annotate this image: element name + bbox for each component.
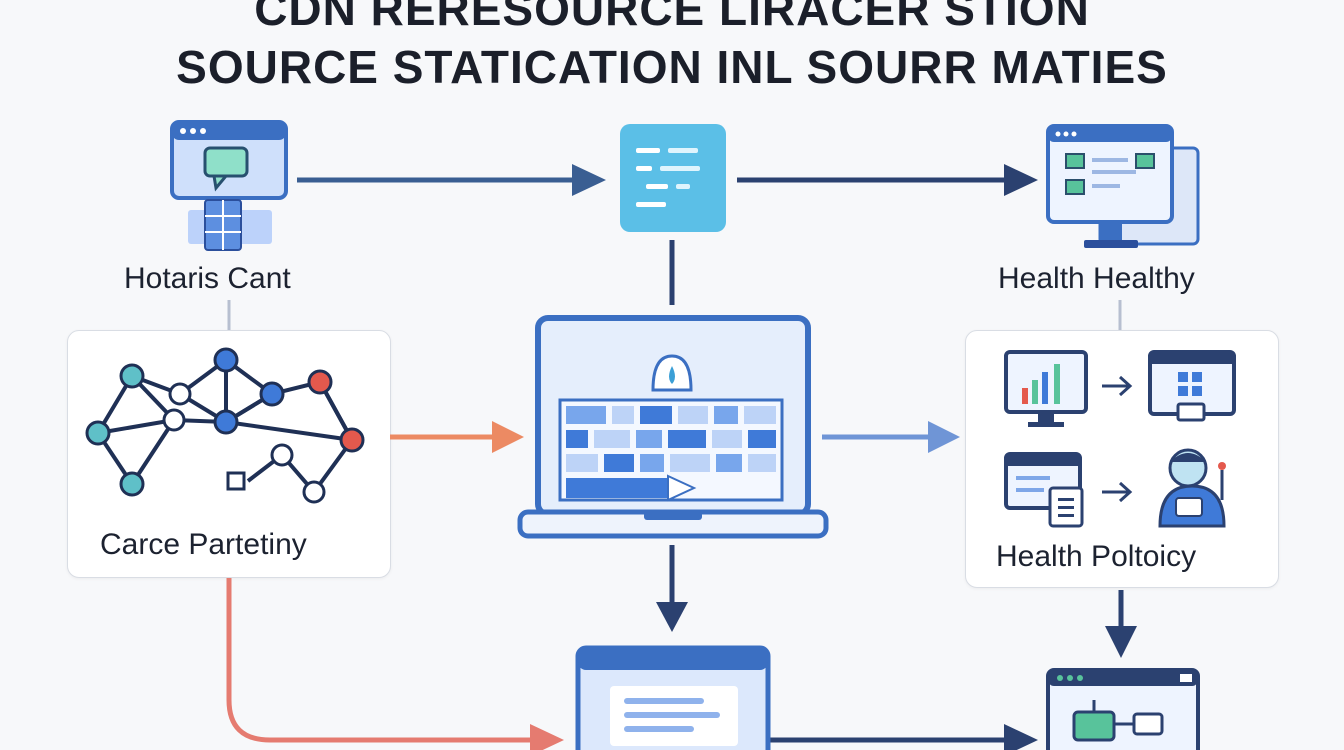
label-mid-left: Carce Partetiny xyxy=(100,528,307,561)
arrow-right-icon-2 xyxy=(1102,481,1133,503)
grid-window-icon xyxy=(1148,350,1236,422)
browser-chat-icon xyxy=(170,120,288,251)
laptop-dashboard-icon xyxy=(517,315,829,539)
connector-right-card-down xyxy=(1105,590,1137,658)
user-avatar-icon xyxy=(1158,448,1226,528)
form-document-icon xyxy=(1004,452,1084,528)
label-mid-right: Health Poltoicy xyxy=(996,540,1197,573)
connector-laptop-to-card xyxy=(822,421,960,453)
connector-left-to-bottom xyxy=(226,578,564,750)
connector-bottom-center-to-right xyxy=(768,724,1038,750)
title-line-2: SOURCE STATICATION INL SOURR MATIES xyxy=(176,41,1168,93)
connector-laptop-down xyxy=(656,545,688,632)
desktop-monitor-icon xyxy=(1046,124,1200,248)
title-line-1: CDN RERESOURCE LIRACER STION xyxy=(254,0,1090,35)
network-nodes xyxy=(85,347,365,504)
document-icon xyxy=(620,124,726,232)
label-top-left: Hotaris Cant xyxy=(124,262,291,295)
document-window-icon xyxy=(575,645,771,750)
connector-top-center-to-right xyxy=(737,164,1038,196)
flow-window-icon xyxy=(1046,668,1200,750)
connector-card-to-laptop xyxy=(390,421,524,453)
connector-top-left-to-center xyxy=(297,164,606,196)
label-top-right: Health Healthy xyxy=(998,262,1195,295)
arrow-right-icon xyxy=(1102,375,1133,397)
analytics-monitor-icon xyxy=(1004,350,1088,427)
